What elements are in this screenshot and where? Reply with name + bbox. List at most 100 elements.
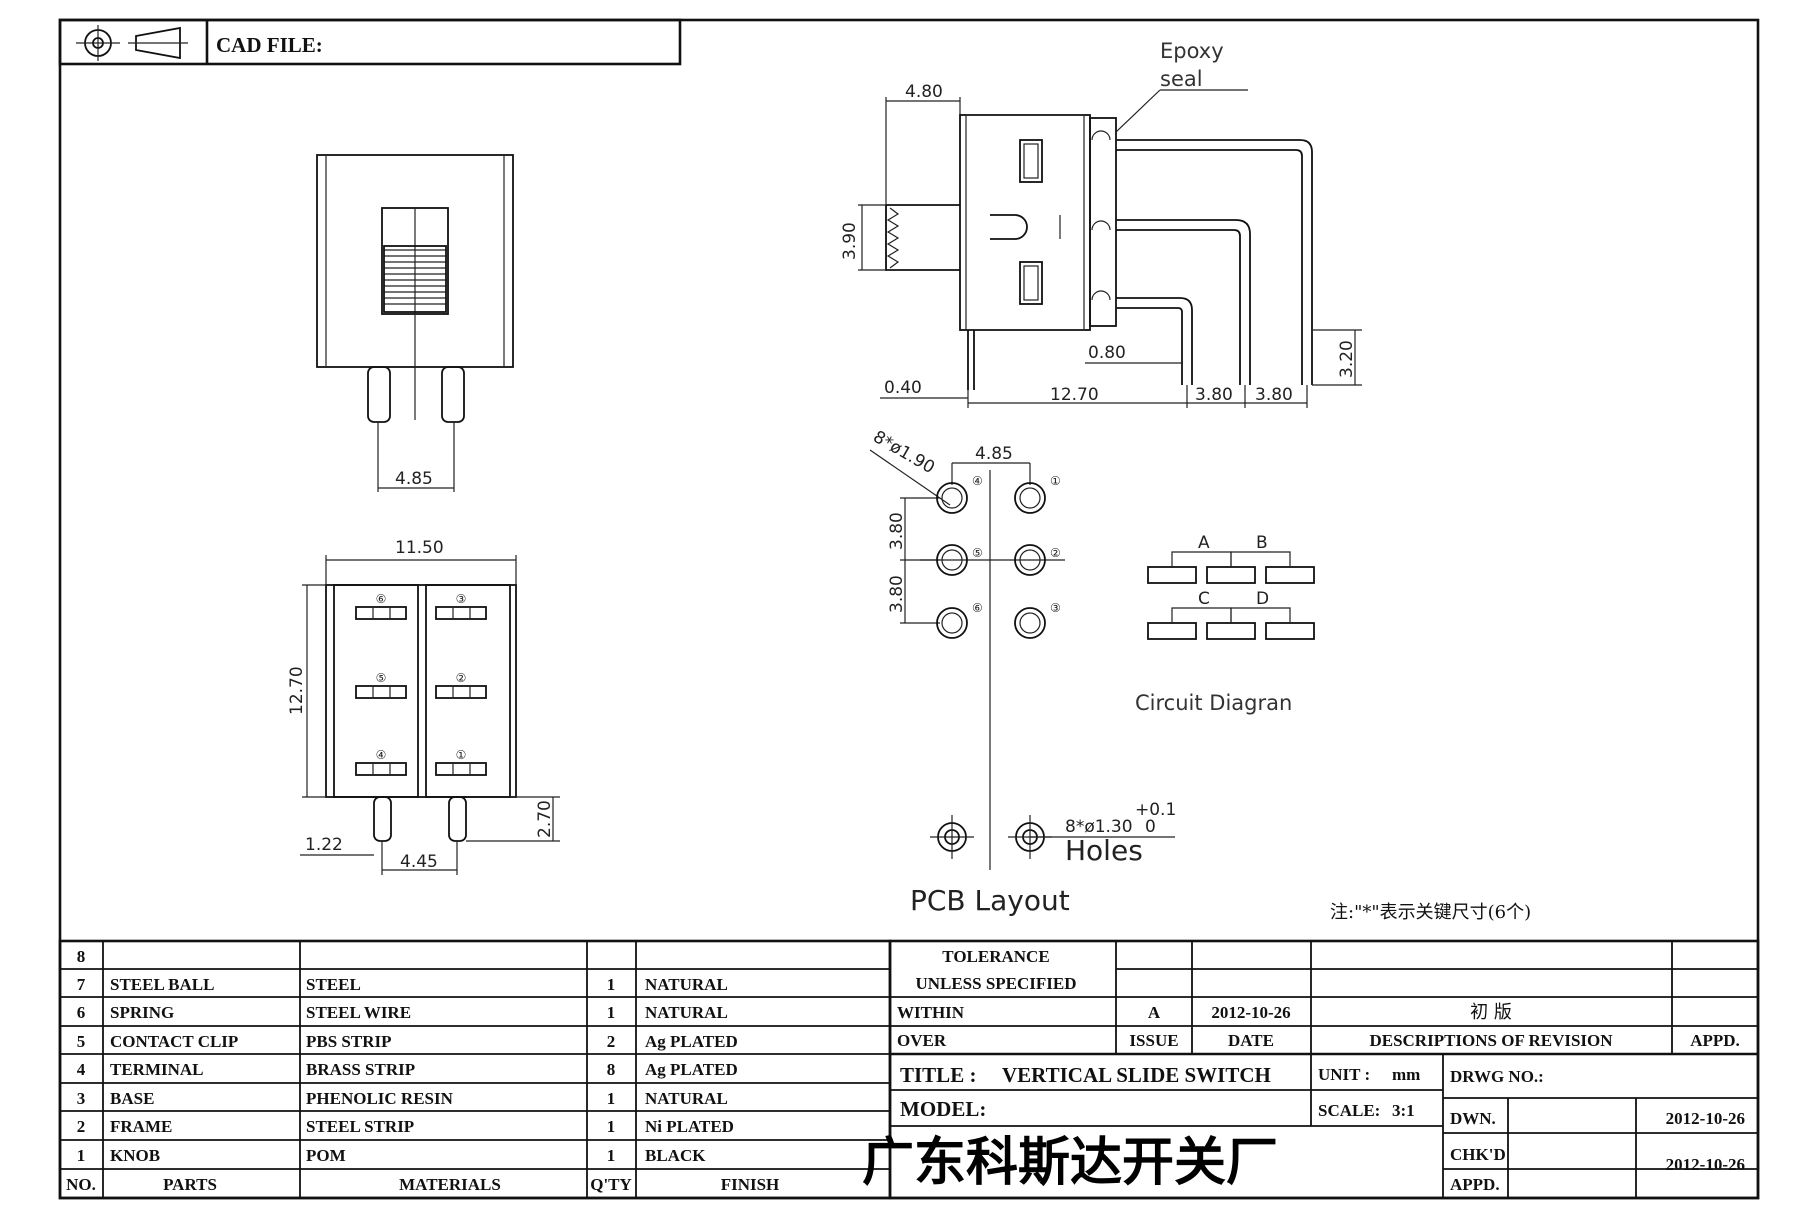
part-row-2-material: STEEL STRIP [306, 1117, 414, 1136]
over-label: OVER [897, 1031, 947, 1050]
part-row-5-no: 5 [77, 1032, 86, 1051]
circuit-label-d: D [1256, 589, 1269, 609]
rev-date-value: 2012-10-26 [1211, 1003, 1290, 1022]
issue-label: ISSUE [1129, 1031, 1178, 1050]
pin-height-dim: 3.20 [1337, 340, 1357, 378]
epoxy-label-1: Epoxy [1160, 39, 1224, 63]
title-label: TITLE : [900, 1063, 976, 1087]
bottom-pin-5-label: ⑤ [376, 671, 387, 685]
holes-label: Holes [1065, 834, 1143, 867]
hole-tol-plus: +0.1 [1135, 800, 1176, 820]
pad-size-label: 8*ø1.90 [870, 427, 939, 478]
circuit-diagram: A B C D Circuit Diagran [1135, 533, 1315, 715]
pin-offset-dim: 0.80 [1088, 343, 1126, 363]
projection-symbol-icon [76, 25, 188, 61]
part-row-7-material: STEEL [306, 975, 361, 994]
part-row-7-part: STEEL BALL [110, 975, 214, 994]
scale-value: 3:1 [1392, 1101, 1415, 1120]
part-row-3-finish: NATURAL [645, 1089, 728, 1108]
knob-height-dim: 3.90 [840, 222, 860, 260]
date-label: DATE [1228, 1031, 1274, 1050]
pcb-pads [936, 482, 1046, 639]
model-label: MODEL: [900, 1097, 986, 1121]
bottom-pin-3-label: ③ [456, 592, 467, 606]
parts-header-qty: Q'TY [590, 1175, 632, 1194]
part-row-3-material: PHENOLIC RESIN [306, 1089, 454, 1108]
pcb-row-spacing-1: 3.80 [887, 512, 907, 550]
part-row-1-qty: 1 [607, 1146, 616, 1165]
pcb-holes [930, 815, 1052, 859]
appd-label: APPD. [1690, 1031, 1740, 1050]
parts-header-finish: FINISH [721, 1175, 780, 1194]
bottom-view: 11.50 12.70 ⑥ ③ ⑤ ② ④ ① 2.70 4.45 1.22 [287, 538, 560, 875]
rev-issue-value: A [1148, 1003, 1161, 1022]
drwg-no-label: DRWG NO.: [1450, 1067, 1544, 1086]
pcb-col-spacing-dim: 4.85 [975, 444, 1013, 464]
frame-leg-dim: 0.40 [884, 378, 922, 398]
pcb-pin-6-label: ⑥ [972, 601, 983, 615]
side-length-dim: 12.70 [1050, 385, 1099, 405]
front-view: 4.85 [316, 154, 514, 492]
company-name: 广东科斯达开关厂 [862, 1133, 1278, 1193]
hole-tol-minus: 0 [1145, 817, 1156, 837]
part-row-1-no: 1 [77, 1146, 86, 1165]
epoxy-label-2: seal [1160, 67, 1203, 91]
parts-header-materials: MATERIALS [399, 1175, 501, 1194]
header-box: CAD FILE: [58, 18, 682, 66]
part-row-5-material: PBS STRIP [306, 1032, 392, 1051]
parts-header-parts: PARTS [163, 1175, 217, 1194]
part-row-2-finish: Ni PLATED [645, 1117, 734, 1136]
bottom-pin-2-label: ② [456, 671, 467, 685]
bottom-pin-4-label: ④ [376, 748, 387, 762]
pcb-layout-title: PCB Layout [910, 884, 1070, 917]
part-row-1-material: POM [306, 1146, 346, 1165]
scale-label: SCALE: [1318, 1101, 1380, 1120]
bottom-pin-left [373, 796, 392, 842]
hole-size-label: 8*ø1.30 [1065, 817, 1133, 837]
parts-table: 8 7 STEEL BALL STEEL 1 NATURAL 6 SPRING … [58, 939, 892, 1200]
rev-description-value: 初 版 [1470, 1002, 1512, 1023]
part-row-7-finish: NATURAL [645, 975, 728, 994]
part-row-6-qty: 1 [607, 1003, 616, 1022]
part-row-2-qty: 1 [607, 1117, 616, 1136]
part-row-3-no: 3 [77, 1089, 86, 1108]
bottom-pin-right [448, 796, 467, 842]
part-row-5-part: CONTACT CLIP [110, 1032, 238, 1051]
front-pin-right [441, 366, 465, 423]
part-row-5-finish: Ag PLATED [645, 1032, 738, 1051]
circuit-label-c: C [1198, 589, 1210, 609]
pcb-pin-1-label: ① [1050, 474, 1061, 488]
part-row-7-qty: 1 [607, 975, 616, 994]
circuit-label-a: A [1198, 533, 1210, 553]
circuit-title: Circuit Diagran [1135, 691, 1292, 715]
part-row-6-finish: NATURAL [645, 1003, 728, 1022]
dwn-date: 2012-10-26 [1666, 1109, 1745, 1128]
bottom-pin-offset-dim: 1.22 [305, 835, 343, 855]
descriptions-label: DESCRIPTIONS OF REVISION [1369, 1031, 1613, 1050]
bottom-height-dim: 12.70 [287, 666, 307, 715]
part-row-4-part: TERMINAL [110, 1060, 204, 1079]
bottom-pin-length-dim: 2.70 [535, 800, 555, 838]
part-row-8-no: 8 [77, 947, 86, 966]
side-view: Epoxy seal 4.80 3.90 [840, 39, 1362, 408]
unless-specified-label: UNLESS SPECIFIED [915, 974, 1076, 993]
bottom-contacts [355, 606, 487, 776]
part-row-4-material: BRASS STRIP [306, 1060, 415, 1079]
bottom-pin-1-label: ① [456, 748, 467, 762]
knob-length-dim: 4.80 [905, 82, 943, 102]
bottom-width-dim: 11.50 [395, 538, 444, 558]
unit-value: mm [1392, 1065, 1420, 1084]
pitch-dim-2: 3.80 [1255, 385, 1293, 405]
bottom-pin-spacing-dim: 4.45 [400, 852, 438, 872]
part-row-5-qty: 2 [607, 1032, 616, 1051]
part-row-7-no: 7 [77, 975, 86, 994]
chkd-label: CHK'D [1450, 1145, 1506, 1164]
pcb-pin-3-label: ③ [1050, 601, 1061, 615]
appd2-label: APPD. [1450, 1175, 1500, 1194]
within-label: WITHIN [897, 1003, 965, 1022]
pcb-pin-4-label: ④ [972, 474, 983, 488]
part-row-4-no: 4 [77, 1060, 86, 1079]
part-row-1-part: KNOB [110, 1146, 160, 1165]
bottom-pin-6-label: ⑥ [376, 592, 387, 606]
